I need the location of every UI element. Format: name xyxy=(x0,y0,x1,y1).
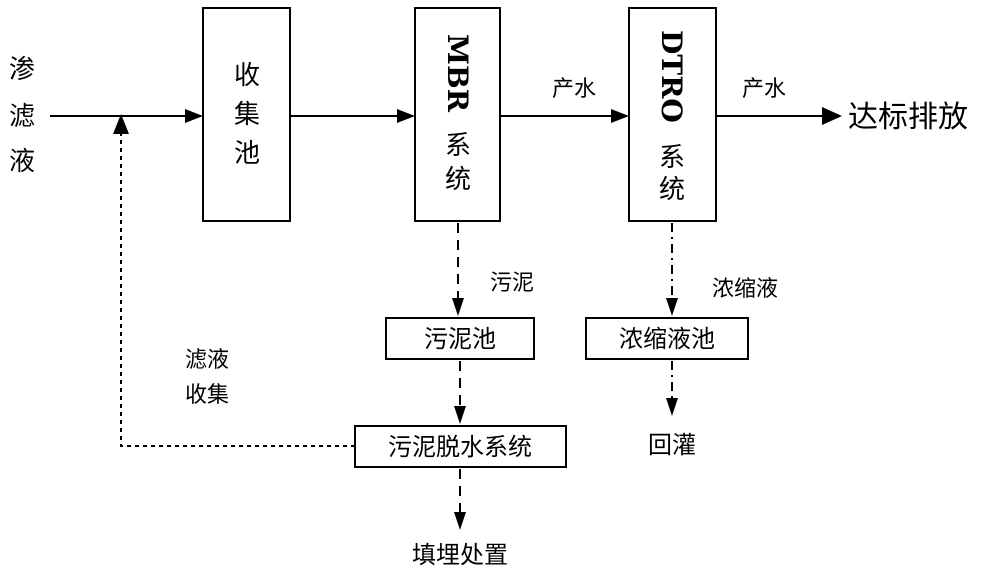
concentrate-tank-box xyxy=(585,317,749,360)
input-label-line-2: 滤 xyxy=(9,102,35,132)
concentrate-label: 浓缩液 xyxy=(712,277,778,302)
arrow-head xyxy=(397,109,415,123)
arrow-head xyxy=(666,298,678,316)
concentrate-tank-label: 浓缩液池 xyxy=(619,325,715,353)
arrow-head xyxy=(452,298,464,316)
filtrate-collection-label-1: 滤液 xyxy=(185,348,229,373)
arrow-head xyxy=(113,114,129,134)
input-label-line-3: 液 xyxy=(9,147,35,177)
input-label-line-1: 渗 xyxy=(9,55,35,85)
product-water-label-1: 产水 xyxy=(552,77,596,102)
landfill-label: 填埋处置 xyxy=(412,541,508,569)
sludge-label: 污泥 xyxy=(490,271,534,296)
collection-tank-box xyxy=(202,7,291,222)
dtro-system-box xyxy=(628,7,717,222)
mbr-name: MBR xyxy=(441,34,474,113)
arrow-head xyxy=(611,109,629,123)
arrow-head xyxy=(822,107,842,125)
dewatering-system-label: 污泥脱水系统 xyxy=(388,433,532,461)
mbr-suffix-1: 系 xyxy=(445,131,471,161)
product-water-label-2: 产水 xyxy=(742,77,786,102)
arrow-head xyxy=(666,398,678,416)
filtrate-collection-label-2: 收集 xyxy=(185,383,229,408)
collection-tank-label-2: 集 xyxy=(234,100,260,130)
sludge-tank-label: 污泥池 xyxy=(424,325,496,353)
dtro-name: DTRO xyxy=(655,30,688,123)
arrow-head xyxy=(185,109,203,123)
dtro-suffix-1: 系 xyxy=(659,143,685,173)
arrow-head xyxy=(454,406,466,424)
collection-tank-label-1: 收 xyxy=(234,61,260,91)
mbr-suffix-2: 统 xyxy=(445,165,471,195)
collection-tank-label-3: 池 xyxy=(234,139,260,169)
reinjection-label: 回灌 xyxy=(648,431,696,459)
mbr-system-box xyxy=(414,7,501,222)
sludge-tank-box xyxy=(385,317,535,360)
arrow-head xyxy=(454,512,466,530)
discharge-label: 达标排放 xyxy=(848,100,968,135)
dtro-suffix-2: 统 xyxy=(659,175,685,205)
flow-filtrate-return xyxy=(120,132,355,447)
